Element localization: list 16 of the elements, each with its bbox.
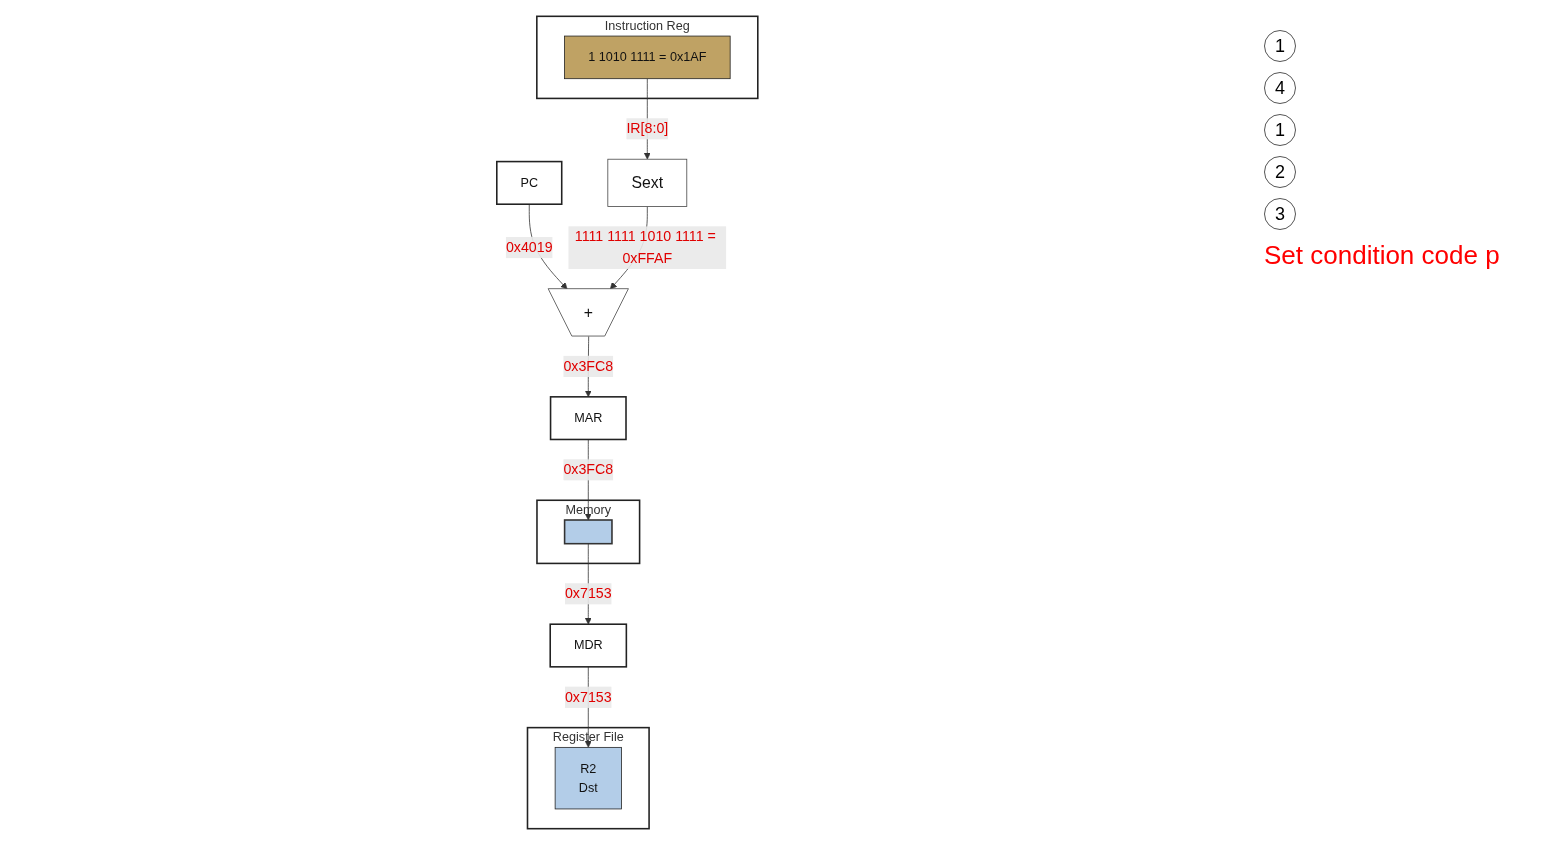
edge-label: 0x7153: [564, 688, 612, 705]
node-box: MDR: [549, 623, 627, 668]
edge-label: 0x3FC8: [563, 461, 613, 478]
note-text: Set condition code p: [1264, 240, 1501, 271]
node-box: Sext: [607, 158, 687, 207]
node-box: MAR: [549, 396, 627, 441]
cluster: Memory: [535, 499, 641, 565]
edge-label: IR[8:0]: [626, 120, 668, 137]
edge-label: 0x4019: [505, 239, 553, 256]
edge-label: 1111 1111 1010 1111 = 0xFFAF: [574, 228, 716, 266]
node-box: 1 1010 1111 = 0x1AF: [563, 35, 731, 80]
node-bar: [563, 519, 613, 545]
node-box: PC: [495, 160, 563, 205]
node-box: R2 Dst: [554, 746, 622, 810]
edge-label: 0x7153: [564, 585, 612, 602]
edge-label: 0x3FC8: [563, 358, 613, 374]
